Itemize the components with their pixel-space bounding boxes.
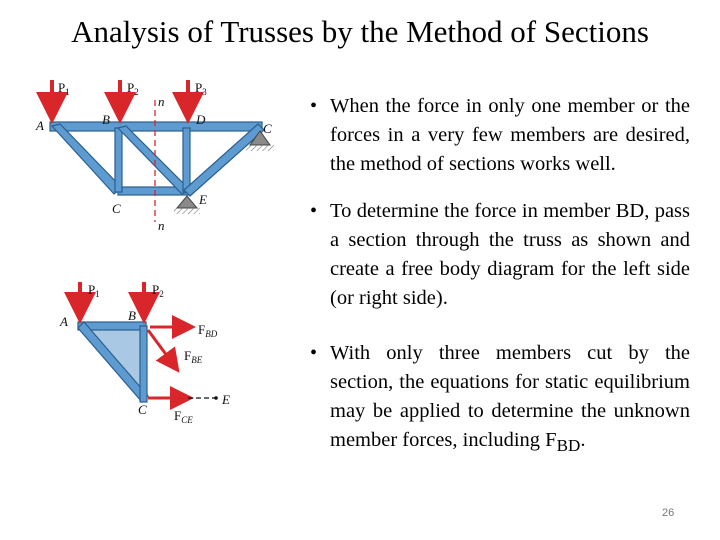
fbd-label-p1: P1 — [88, 282, 100, 299]
bullet-symbol: • — [310, 342, 318, 364]
label-force-fbe: FBE — [184, 348, 203, 365]
fbd-label-node-c: C — [138, 402, 147, 417]
label-p2: P2 — [127, 80, 139, 97]
pin-support-c — [246, 130, 274, 151]
label-node-b: B — [102, 112, 110, 127]
bullet-text-2: To determine the force in member BD, pas… — [330, 200, 690, 309]
bullet-text-1: When the force in only one member or the… — [330, 95, 690, 175]
fbd-label-p2: P2 — [152, 282, 164, 299]
top-truss-diagram: P1 P2 P3 n n A B D C C E — [35, 80, 274, 233]
page-number: 26 — [662, 507, 675, 519]
label-section-top: n — [158, 94, 165, 109]
label-node-c-bottom: C — [112, 201, 121, 216]
free-body-diagram: P1 P2 A B C E FBD FBE FCE — [59, 282, 230, 425]
top-chord — [49, 121, 263, 132]
bullet-symbol: • — [310, 200, 318, 222]
bullet-list: • When the force in only one member or t… — [306, 92, 690, 474]
bullet-item-3: • With only three members cut by the sec… — [306, 339, 690, 460]
truss-members — [50, 123, 265, 197]
fbd-label-node-b: B — [128, 308, 136, 323]
force-arrow-fbe — [146, 329, 180, 373]
roller-support-e — [174, 195, 200, 214]
bullet-symbol: • — [310, 95, 318, 117]
label-p1: P1 — [58, 80, 70, 97]
bullet-item-2: • To determine the force in member BD, p… — [306, 197, 690, 313]
label-force-fbd: FBD — [198, 322, 218, 339]
bullet-item-1: • When the force in only one member or t… — [306, 92, 690, 179]
bullet-text-3: With only three members cut by the secti… — [330, 342, 690, 451]
label-node-c-right: C — [263, 121, 272, 136]
fbd-label-node-e: E — [221, 392, 230, 407]
label-node-d: D — [195, 112, 206, 127]
slide-title: Analysis of Trusses by the Method of Sec… — [71, 14, 649, 49]
bullet-text-3-end: . — [580, 429, 586, 451]
label-node-a: A — [35, 118, 44, 133]
label-section-bottom: n — [158, 218, 165, 233]
label-node-e: E — [198, 192, 207, 207]
bullet-text-3-subscript: BD — [556, 436, 581, 456]
label-force-fce: FCE — [174, 408, 193, 425]
fbd-label-node-a: A — [59, 314, 68, 329]
label-p3: P3 — [195, 80, 207, 97]
